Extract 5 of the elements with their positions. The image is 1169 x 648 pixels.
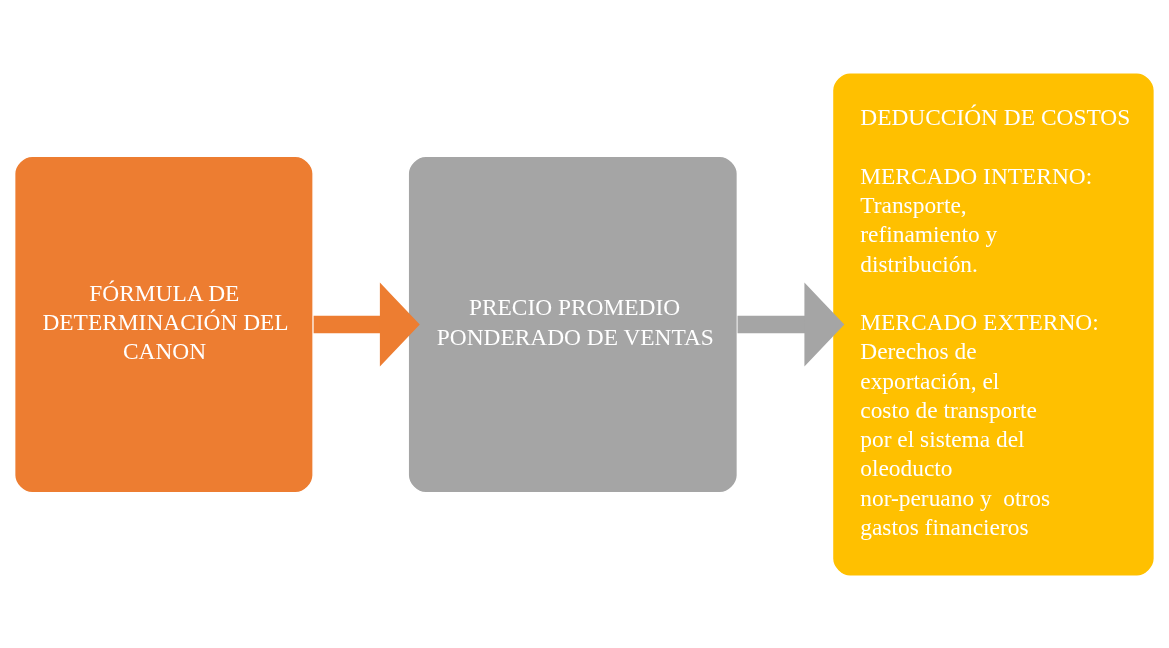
node-box: FÓRMULA DE DETERMINACIÓN DEL CANON bbox=[13, 155, 314, 493]
arrow bbox=[313, 282, 420, 366]
node-box: PRECIO PROMEDIO PONDERADO DE VENTAS bbox=[407, 155, 739, 493]
node-box: DEDUCCIÓN DE COSTOS MERCADO INTERNO: Transporte, refinamiento y distribución. MERCADO EXTERNO: Derechos de exportación, el costo de transporte por el sistema del oleoducto nor-peruano y otros gastos financieros bbox=[831, 71, 1156, 577]
arrow bbox=[737, 282, 845, 366]
